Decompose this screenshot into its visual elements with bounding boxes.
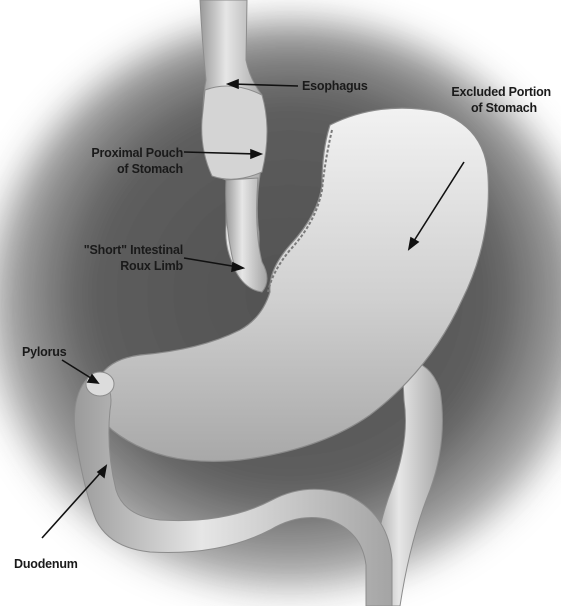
label-excluded-stomach: Excluded Portion of Stomach [451,84,551,116]
label-roux-limb: "Short" Intestinal Roux Limb [84,242,183,274]
pylorus-shape [86,372,114,396]
label-roux-line1: "Short" Intestinal [84,242,183,258]
label-excluded-line1: Excluded Portion [451,84,551,100]
label-pylorus: Pylorus [22,344,66,360]
label-pouch-line2: of Stomach [91,161,183,177]
label-duodenum: Duodenum [14,556,78,572]
label-excluded-line2: of Stomach [451,100,551,116]
label-proximal-pouch: Proximal Pouch of Stomach [91,145,183,177]
label-roux-line2: Roux Limb [84,258,183,274]
label-esophagus: Esophagus [302,78,368,94]
proximal-pouch-shape [202,86,267,179]
label-pouch-line1: Proximal Pouch [91,145,183,161]
